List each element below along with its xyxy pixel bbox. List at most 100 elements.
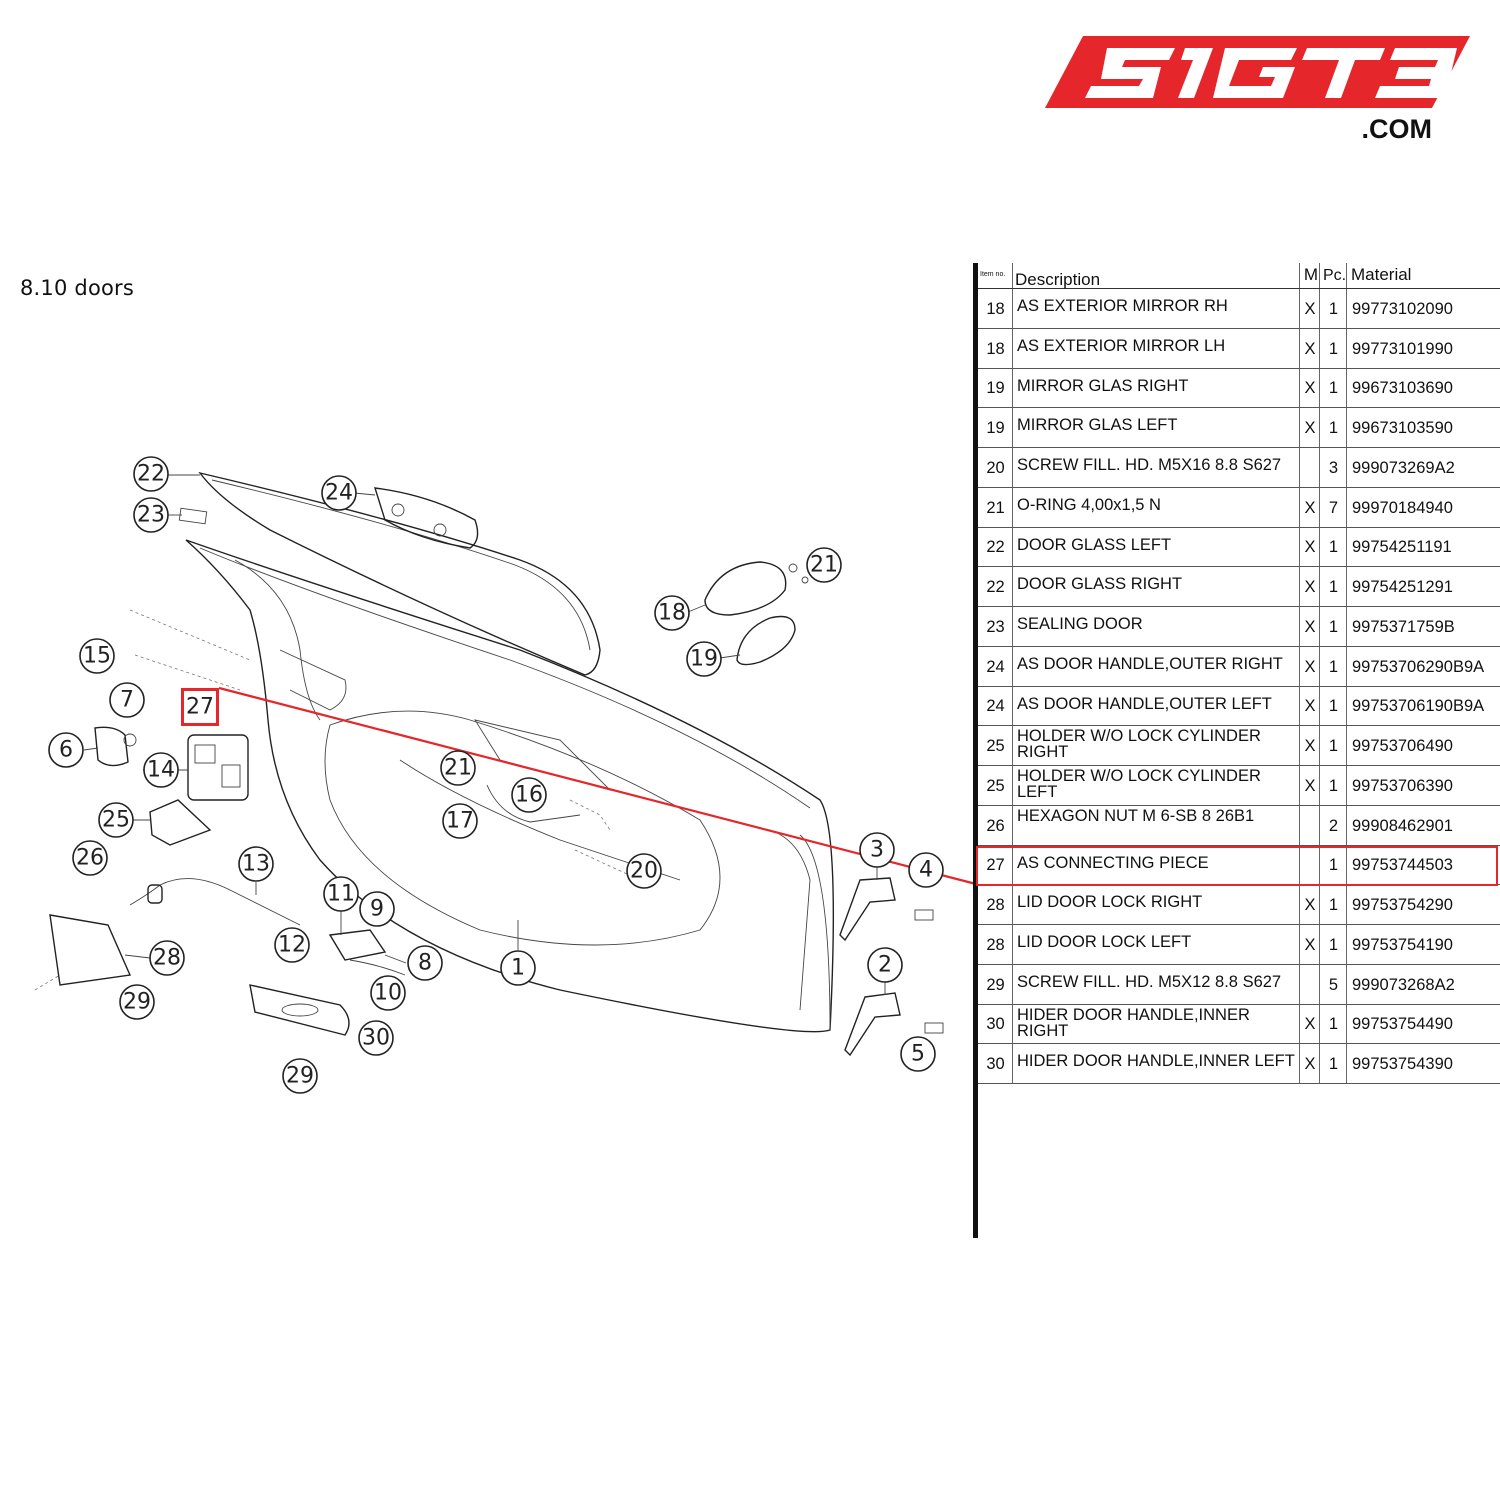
row-m-flag: X <box>1304 379 1316 398</box>
row-item-no-cell: 21 <box>978 487 1013 527</box>
row-item-no: 26 <box>986 816 1005 835</box>
row-m-flag-cell: X <box>1300 527 1320 567</box>
row-piece-count-cell: 1 <box>1320 607 1347 646</box>
header-m: M <box>1303 265 1319 284</box>
row-piece-count-cell: 2 <box>1320 805 1347 845</box>
row-item-no-cell: 28 <box>978 925 1013 964</box>
row-m-flag-cell: X <box>1300 1004 1320 1044</box>
row-material-no-cell: 99908462901 <box>1347 806 1500 845</box>
callout-6: 6 <box>59 738 73 763</box>
row-m-flag-cell: X <box>1300 567 1320 606</box>
row-description: LID DOOR LOCK RIGHT <box>1017 893 1203 912</box>
row-material-no-cell: 99753706290B9A <box>1347 647 1500 686</box>
row-piece-count: 1 <box>1328 299 1339 318</box>
row-piece-count: 2 <box>1328 816 1339 835</box>
callout-11: 11 <box>327 882 355 907</box>
row-m-flag-cell: X <box>1300 646 1320 686</box>
row-piece-count: 1 <box>1328 1015 1339 1034</box>
row-description-cell: O-RING 4,00x1,5 N <box>1013 487 1300 527</box>
row-piece-count-cell: 1 <box>1320 726 1347 765</box>
callout-17: 17 <box>446 809 474 834</box>
row-piece-count: 1 <box>1328 737 1339 755</box>
row-description: HOLDER W/O LOCK CYLINDER RIGHT <box>1017 727 1261 762</box>
row-item-no: 24 <box>986 697 1005 716</box>
row-m-flag-cell: X <box>1300 408 1320 447</box>
row-piece-count: 1 <box>1328 419 1339 437</box>
row-material-no-cell: 999073269A2 <box>1347 448 1500 487</box>
row-m-flag-cell: X <box>1300 607 1320 646</box>
row-item-no: 22 <box>986 538 1005 557</box>
row-description-cell: HOLDER W/O LOCK CYLINDER RIGHT <box>1013 726 1300 765</box>
brand-logo <box>1045 36 1470 108</box>
row-material-no: 99773101990 <box>1352 339 1453 358</box>
row-material-no: 99753706190B9A <box>1352 697 1485 716</box>
row-description: MIRROR GLAS LEFT <box>1017 416 1178 435</box>
callout-18: 18 <box>658 601 686 626</box>
row-description-cell: LID DOOR LOCK RIGHT <box>1013 885 1300 924</box>
row-material-no: 99754251191 <box>1352 538 1452 557</box>
row-description-cell: AS CONNECTING PIECE <box>1013 845 1300 885</box>
row-piece-count-cell: 1 <box>1320 567 1347 606</box>
row-m-flag: X <box>1304 697 1316 716</box>
row-description: AS DOOR HANDLE,OUTER RIGHT <box>1017 654 1283 673</box>
row-description-cell: AS DOOR HANDLE,OUTER RIGHT <box>1013 646 1300 686</box>
row-m-flag-cell: X <box>1300 368 1320 408</box>
highlight-row-box <box>976 846 1498 886</box>
row-description-cell: SCREW FILL. HD. M5X16 8.8 S627 <box>1013 448 1300 487</box>
row-item-no: 23 <box>986 617 1005 636</box>
row-item-no-cell: 30 <box>978 1044 1013 1083</box>
row-description: HIDER DOOR HANDLE,INNER RIGHT <box>1017 1005 1250 1040</box>
row-m-flag: X <box>1304 896 1316 914</box>
row-material-no: 99673103690 <box>1352 379 1453 398</box>
row-item-no-cell: 29 <box>978 964 1013 1004</box>
callout-2: 2 <box>878 953 892 978</box>
row-item-no-cell: 22 <box>978 567 1013 606</box>
row-material-no-cell: 99754251291 <box>1347 567 1500 606</box>
row-material-no: 99753706290B9A <box>1352 657 1485 676</box>
row-m-flag: X <box>1304 339 1316 358</box>
row-piece-count: 1 <box>1328 856 1339 875</box>
row-description-cell: HOLDER W/O LOCK CYLINDER LEFT <box>1013 766 1300 805</box>
table-header-row: Item no. Description M Pc. Material <box>978 263 1500 289</box>
row-piece-count-cell: 1 <box>1320 289 1347 328</box>
row-material-no: 99753706490 <box>1352 737 1453 755</box>
row-material-no: 99908462901 <box>1352 816 1453 835</box>
row-description: DOOR GLASS LEFT <box>1017 535 1172 554</box>
row-piece-count: 1 <box>1328 1055 1339 1073</box>
row-piece-count: 1 <box>1328 578 1339 596</box>
row-description-cell: HIDER DOOR HANDLE,INNER RIGHT <box>1013 1004 1300 1044</box>
row-item-no-cell: 27 <box>978 845 1013 885</box>
row-material-no-cell: 99673103590 <box>1347 408 1500 447</box>
row-description: LID DOOR LOCK LEFT <box>1017 933 1192 951</box>
row-item-no: 29 <box>986 975 1005 994</box>
row-material-no-cell: 99753706390 <box>1347 766 1500 805</box>
row-piece-count-cell: 1 <box>1320 1044 1347 1083</box>
row-item-no-cell: 20 <box>978 448 1013 487</box>
row-material-no-cell: 99970184940 <box>1347 488 1500 527</box>
row-description-cell: AS DOOR HANDLE,OUTER LEFT <box>1013 686 1300 726</box>
callout-24: 24 <box>325 481 353 506</box>
row-piece-count-cell: 3 <box>1320 448 1347 487</box>
row-description-cell: MIRROR GLAS RIGHT <box>1013 368 1300 408</box>
row-item-no: 19 <box>986 379 1005 398</box>
row-item-no: 30 <box>986 1055 1005 1073</box>
callout-16: 16 <box>515 783 543 808</box>
callout-9: 9 <box>370 897 384 922</box>
row-item-no-cell: 19 <box>978 408 1013 447</box>
callout-4: 4 <box>919 858 933 883</box>
row-piece-count: 5 <box>1328 975 1339 994</box>
callout-7: 7 <box>120 688 134 713</box>
row-piece-count-cell: 1 <box>1320 686 1347 726</box>
callout-10: 10 <box>374 981 402 1006</box>
